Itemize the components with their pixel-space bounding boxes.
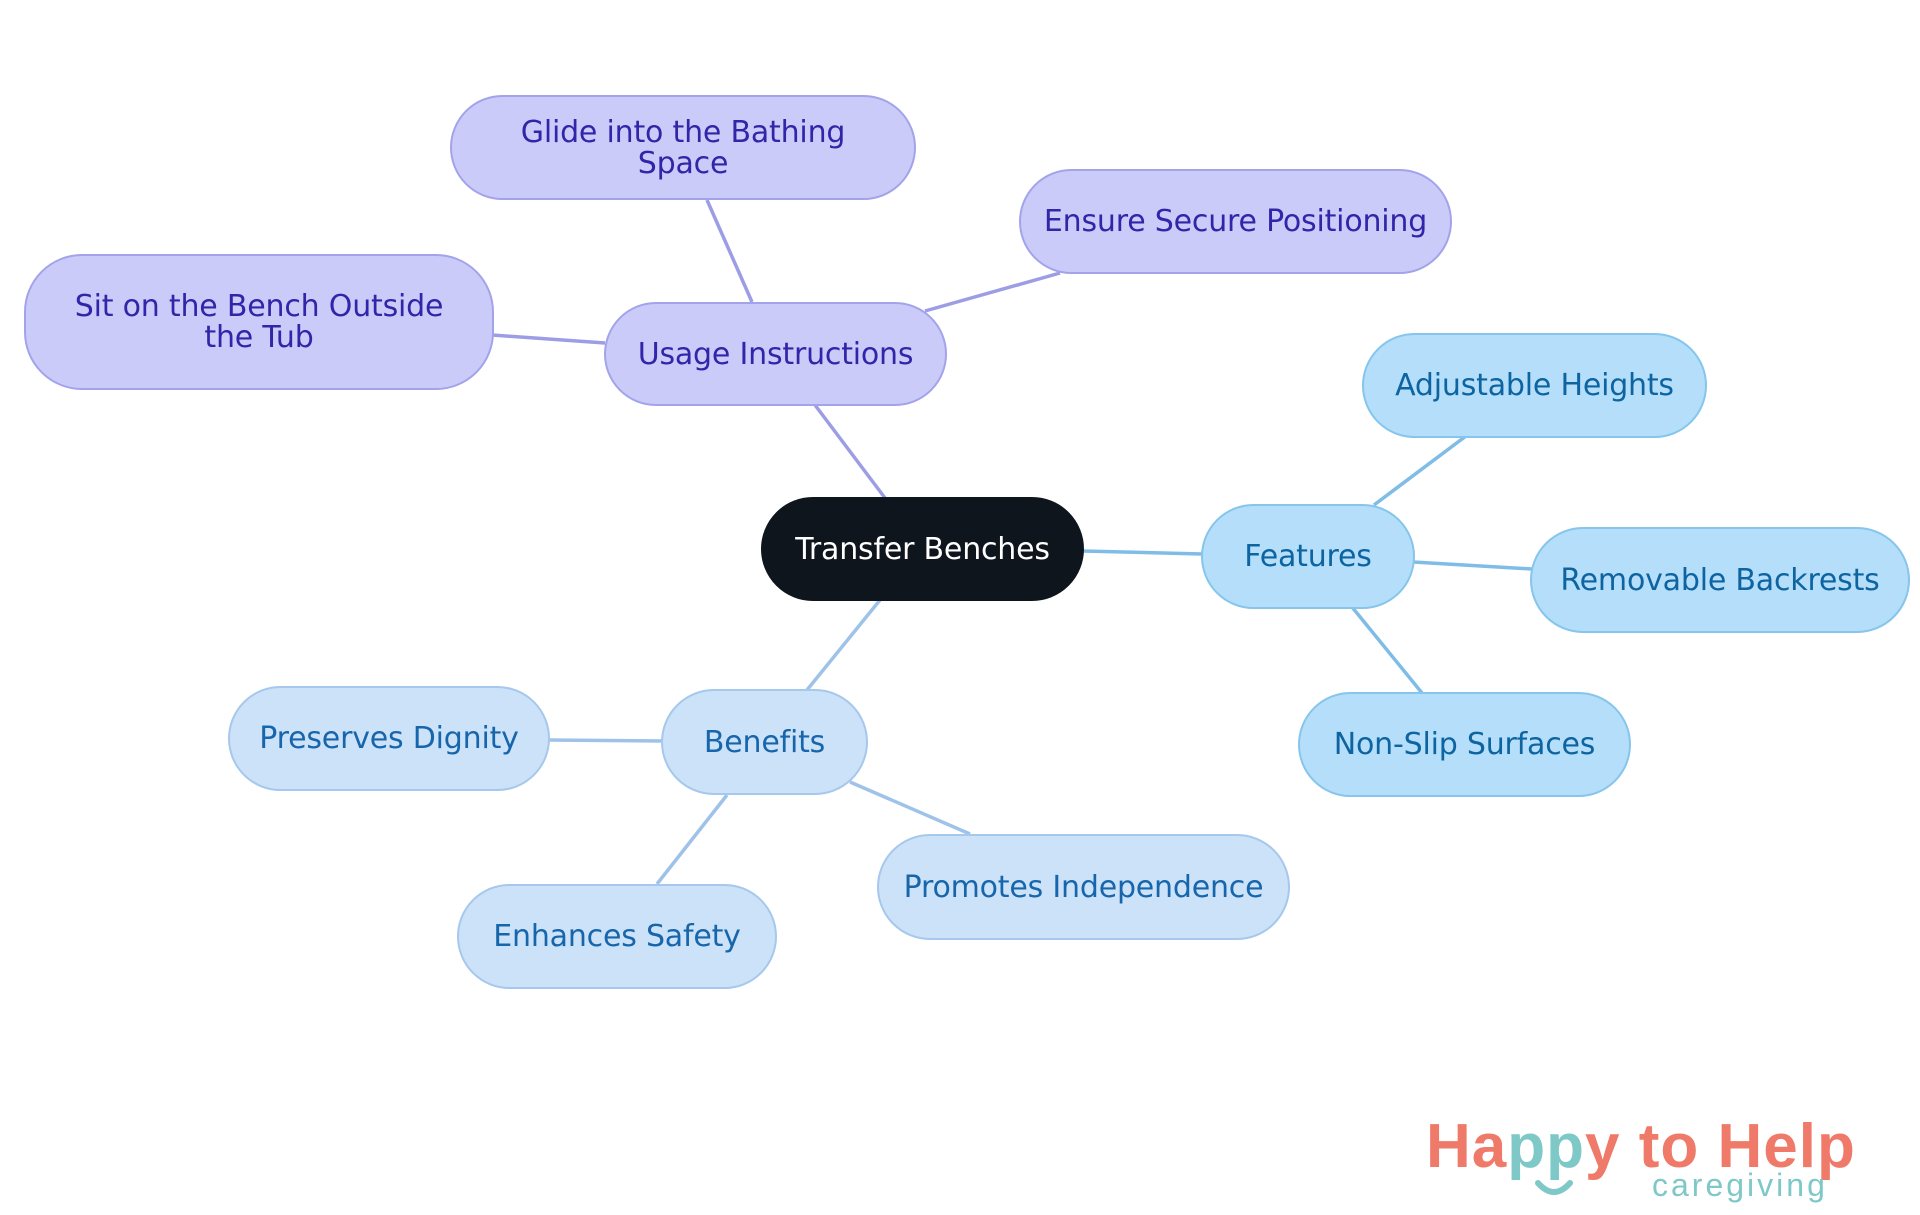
enhances-safety-node[interactable]: Enhances Safety (457, 884, 777, 989)
promotes-independence-label: Promotes Independence (903, 869, 1264, 905)
preserves-dignity-label: Preserves Dignity (259, 721, 519, 756)
edge-features-heights (1372, 434, 1468, 507)
root-label: Transfer Benches (795, 531, 1050, 567)
adjustable-heights-node[interactable]: Adjustable Heights (1362, 333, 1707, 438)
features-node[interactable]: Features (1201, 504, 1415, 609)
adjustable-heights-label: Adjustable Heights (1395, 368, 1674, 403)
happy-to-help-logo: Happy to Help caregiving (1426, 1105, 1896, 1205)
logo-caregiving: caregiving (1652, 1167, 1828, 1203)
usage-instructions-node[interactable]: Usage Instructions (604, 302, 947, 406)
sit-on-bench-label: Sit on the Bench Outside the Tub (74, 289, 444, 355)
edge-features-backrests (1412, 560, 1533, 571)
edge-usage-sit (491, 333, 606, 345)
svg-text:Happy to Help: Happy to Help (1426, 1112, 1856, 1181)
features-label: Features (1244, 539, 1372, 574)
usage-instructions-label: Usage Instructions (637, 336, 914, 372)
ensure-secure-positioning-node[interactable]: Ensure Secure Positioning (1019, 169, 1452, 274)
edge-root-features (1082, 549, 1203, 556)
glide-bathing-space-node[interactable]: Glide into the Bathing Space (450, 95, 916, 200)
edge-features-nonslip (1350, 605, 1424, 695)
preserves-dignity-node[interactable]: Preserves Dignity (228, 686, 550, 791)
promotes-independence-node[interactable]: Promotes Independence (877, 834, 1290, 940)
edge-usage-glide (705, 199, 754, 303)
enhances-safety-label: Enhances Safety (493, 919, 741, 954)
benefits-node[interactable]: Benefits (661, 689, 868, 795)
logo-text-b: pp (1507, 1112, 1585, 1181)
edge-root-benefits (805, 598, 882, 692)
logo-text-c: y to Help (1585, 1112, 1856, 1181)
sit-on-bench-node[interactable]: Sit on the Bench Outside the Tub (24, 254, 494, 390)
glide-bathing-space-label: Glide into the Bathing Space (520, 114, 846, 181)
benefits-label: Benefits (703, 724, 826, 760)
edge-benefits-independence (849, 780, 971, 836)
removable-backrests-node[interactable]: Removable Backrests (1530, 527, 1910, 633)
root-node[interactable]: Transfer Benches (761, 497, 1084, 601)
ensure-secure-positioning-label: Ensure Secure Positioning (1043, 204, 1428, 239)
non-slip-surfaces-label: Non-Slip Surfaces (1333, 727, 1596, 762)
smile-icon (1535, 1180, 1573, 1195)
non-slip-surfaces-node[interactable]: Non-Slip Surfaces (1298, 692, 1631, 797)
logo-text-a: Ha (1426, 1112, 1507, 1181)
edge-benefits-safety (655, 793, 729, 886)
removable-backrests-label: Removable Backrests (1560, 562, 1880, 598)
edge-benefits-dignity (547, 738, 664, 743)
edge-root-usage (813, 403, 887, 500)
edge-usage-secure (924, 271, 1061, 313)
